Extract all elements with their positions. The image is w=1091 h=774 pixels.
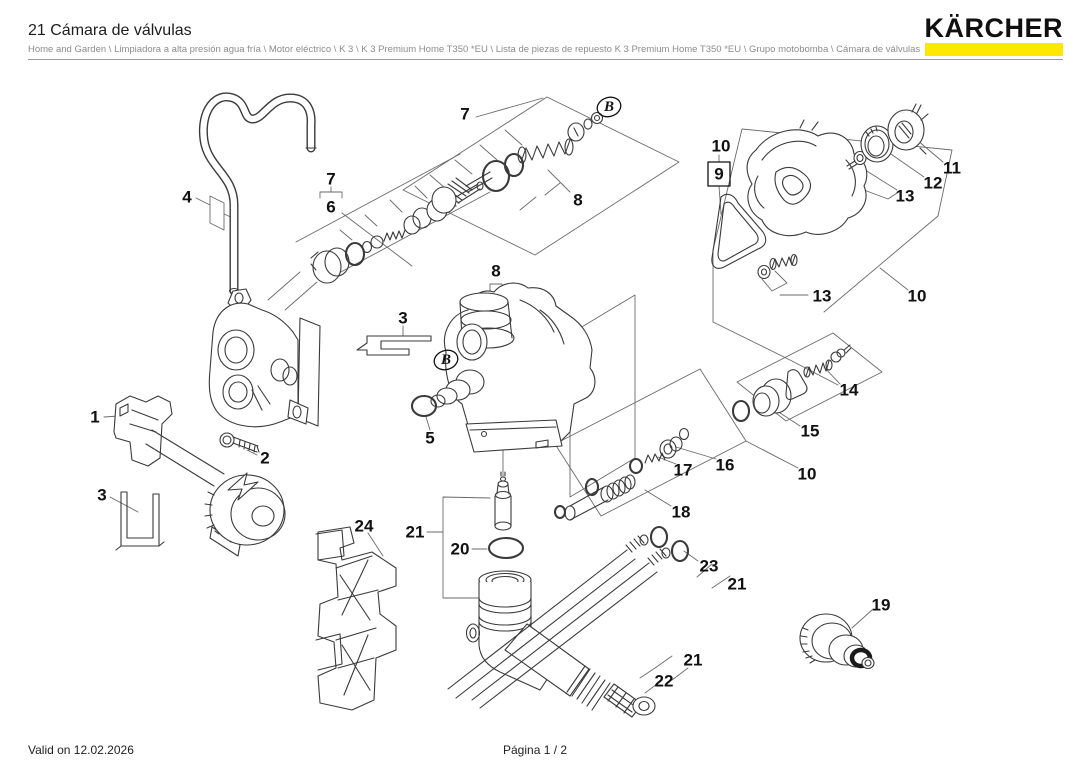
part-suction-tube	[504, 623, 656, 718]
breadcrumb-item[interactable]: Home and Garden	[28, 44, 107, 55]
part-pump-head	[746, 119, 868, 237]
callout-B[interactable]: B	[603, 99, 614, 115]
breadcrumb-item[interactable]: Cámara de válvulas	[836, 44, 921, 55]
part-control-knob	[204, 472, 286, 557]
callout-9[interactable]: 9	[714, 165, 723, 184]
header-divider	[28, 59, 1063, 60]
callout-18[interactable]: 18	[672, 503, 691, 522]
breadcrumb-separator: \	[741, 44, 750, 55]
part-retainer-clip-upper	[356, 335, 432, 356]
breadcrumb-separator: \	[353, 44, 362, 55]
callout-8[interactable]: 8	[491, 262, 500, 281]
callout-20[interactable]: 20	[451, 540, 470, 559]
part-screw-spring-13	[757, 150, 867, 280]
part-o-ring-20	[487, 536, 525, 560]
part-holder-24	[315, 526, 397, 711]
callout-13[interactable]: 13	[896, 187, 915, 206]
breadcrumb-item[interactable]: K 3 Premium Home T350 *EU	[361, 44, 488, 55]
callout-6[interactable]: 6	[326, 198, 335, 217]
part-piston-18	[553, 474, 636, 521]
callout-circle	[596, 96, 622, 118]
breadcrumb-item[interactable]: Lista de piezas de repuesto K 3 Premium …	[495, 44, 742, 55]
callout-7[interactable]: 7	[460, 105, 469, 124]
part-flange	[887, 103, 929, 155]
breadcrumb-separator: \	[487, 44, 496, 55]
callout-23[interactable]: 23	[700, 557, 719, 576]
part-hose-connector	[799, 613, 875, 670]
callout-B[interactable]: B	[440, 352, 451, 368]
callout-10[interactable]: 10	[908, 287, 927, 306]
breadcrumb-separator: \	[828, 44, 837, 55]
callout-5[interactable]: 5	[425, 429, 434, 448]
callout-21[interactable]: 21	[406, 523, 425, 542]
callout-10[interactable]: 10	[798, 465, 817, 484]
karcher-logo[interactable]: KÄRCHER	[924, 13, 1063, 56]
callout-10[interactable]: 10	[712, 137, 731, 156]
part-gasket-triangle	[711, 193, 767, 269]
callout-14[interactable]: 14	[840, 381, 859, 400]
callout-1[interactable]: 1	[90, 408, 99, 427]
breadcrumb-separator: \	[260, 44, 269, 55]
footer-page-number: Página 1 / 2	[503, 743, 568, 757]
part-screw	[219, 432, 260, 453]
callout-24[interactable]: 24	[355, 517, 374, 536]
callout-22[interactable]: 22	[655, 672, 674, 691]
breadcrumb-item[interactable]: Motor eléctrico	[268, 44, 332, 55]
part-oil-holder	[113, 395, 225, 487]
part-check-valve	[731, 344, 852, 423]
callout-11[interactable]: 11	[943, 159, 961, 178]
callout-box	[707, 161, 731, 187]
callout-21[interactable]: 21	[684, 651, 703, 670]
callout-21[interactable]: 21	[728, 575, 747, 594]
part-group-7	[431, 111, 604, 214]
callout-3[interactable]: 3	[97, 486, 106, 505]
part-group-6	[310, 181, 484, 284]
part-pressure-tubes	[447, 525, 690, 709]
breadcrumb-item[interactable]: K 3	[339, 44, 354, 55]
breadcrumb-separator: \	[331, 44, 340, 55]
part-pump-body	[208, 288, 321, 428]
part-valve-block	[430, 282, 596, 453]
callout-19[interactable]: 19	[872, 596, 891, 615]
part-hose	[198, 92, 317, 296]
footer-valid-date: Valid on 12.02.2026	[28, 743, 134, 757]
callout-15[interactable]: 15	[801, 422, 820, 441]
breadcrumb-item[interactable]: Grupo motobomba	[749, 44, 829, 55]
page-title: 21 Cámara de válvulas	[28, 22, 192, 39]
part-group-16-17	[628, 427, 690, 475]
callout-12[interactable]: 12	[924, 174, 943, 193]
callout-8[interactable]: 8	[573, 191, 582, 210]
callout-2[interactable]: 2	[260, 449, 269, 468]
callout-13[interactable]: 13	[813, 287, 832, 306]
karcher-logo-underline	[924, 43, 1063, 56]
part-valve-insert	[494, 471, 512, 531]
callout-4[interactable]: 4	[182, 188, 192, 207]
part-bearing	[860, 125, 894, 163]
karcher-logo-text: KÄRCHER	[924, 13, 1063, 43]
callout-circle	[433, 349, 459, 371]
breadcrumb: Home and Garden \ Limpiadora a alta pres…	[28, 44, 920, 55]
callout-7[interactable]: 7	[326, 170, 335, 189]
part-o-ring-5	[410, 394, 438, 418]
breadcrumb-separator: \	[106, 44, 115, 55]
callout-16[interactable]: 16	[716, 456, 735, 475]
callout-3[interactable]: 3	[398, 309, 407, 328]
breadcrumb-item[interactable]: Limpiadora a alta presión agua fría	[114, 44, 261, 55]
part-retainer-clip-lower	[115, 491, 165, 551]
callout-17[interactable]: 17	[674, 461, 693, 480]
